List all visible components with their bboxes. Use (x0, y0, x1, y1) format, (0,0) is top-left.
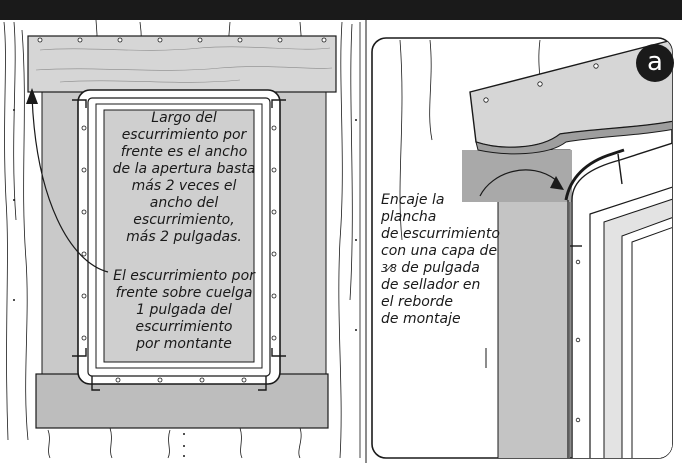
main-callout-line: ancho del (149, 195, 219, 211)
sealant-callout-line: Encaje la (381, 192, 445, 208)
main-callout-line: escurrimiento, (133, 212, 235, 228)
main-callout-line: frente es el ancho (120, 144, 248, 160)
sealant-callout-line: 3⁄8 de pulgada (381, 260, 531, 277)
overhang-callout-line: por montante (136, 336, 232, 352)
main-callout-line: más 2 pulgadas. (126, 229, 242, 245)
main-callout: Largo del escurrimiento por frente es el… (104, 110, 264, 246)
sealant-callout-line: de montaje (381, 311, 461, 327)
left-panel (3, 19, 361, 459)
sealant-callout-line: de sellador en (381, 277, 481, 293)
sealant-callout-line: el reborde (381, 294, 454, 310)
main-callout-line: de la apertura basta (112, 161, 256, 177)
fraction-label: 3⁄8 (381, 262, 397, 275)
detail-badge: a (636, 44, 674, 82)
header-bar (0, 0, 682, 20)
overhang-callout-line: El escurrimiento por (113, 268, 255, 284)
sealant-callout-line: con una capa de (381, 243, 498, 259)
main-callout-line: Largo del (151, 110, 217, 126)
main-callout-line: más 2 veces el (131, 178, 237, 194)
sealant-callout-text: de pulgada (396, 260, 480, 276)
overhang-callout: El escurrimiento por frente sobre cuelga… (104, 268, 264, 353)
right-panel (371, 37, 673, 459)
sealant-callout-line: plancha (381, 209, 437, 225)
overhang-callout-line: escurrimiento (135, 319, 233, 335)
main-callout-line: escurrimiento por (121, 127, 247, 143)
overhang-callout-line: 1 pulgada del (136, 302, 232, 318)
sealant-callout: Encaje la plancha de escurrimiento con u… (381, 192, 531, 328)
overhang-callout-line: frente sobre cuelga (115, 285, 253, 301)
sealant-callout-line: de escurrimiento (381, 226, 500, 242)
